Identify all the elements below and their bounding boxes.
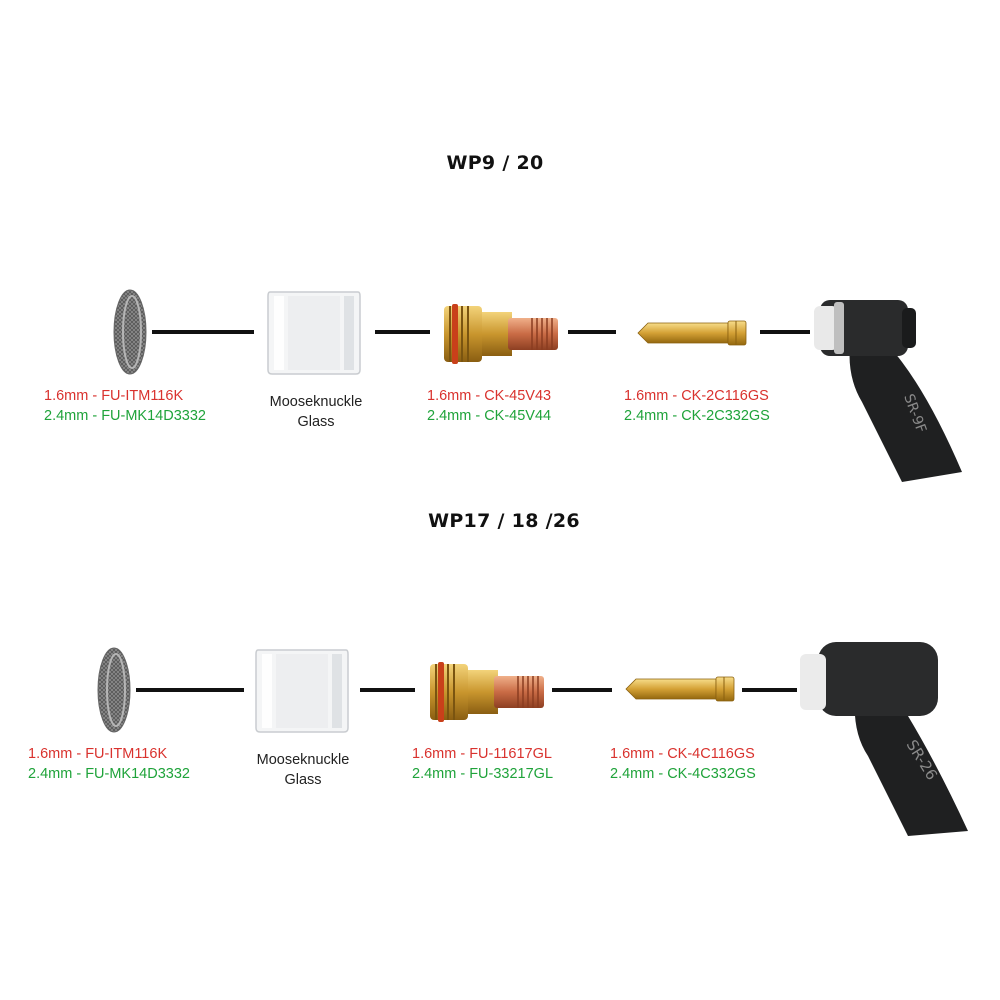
gas-lens-body-icon	[444, 304, 558, 364]
glass-cup-label: Mooseknuckle Glass	[243, 750, 363, 790]
glass-cup-label: Mooseknuckle Glass	[256, 392, 376, 432]
collet-1-6mm: 1.6mm - CK-2C116GS	[624, 388, 769, 404]
collet-2-4mm: 2.4mm - CK-2C332GS	[624, 408, 770, 424]
connector-line	[360, 688, 415, 692]
connector-line	[375, 330, 430, 334]
connector-line	[760, 330, 810, 334]
gas-screen-icon	[113, 289, 147, 375]
gas-lens-1-6mm: 1.6mm - CK-45V43	[427, 388, 552, 404]
gas-lens-body-icon	[430, 662, 544, 722]
glass-label-line1: Mooseknuckle	[269, 394, 363, 410]
gas-lens-label: 1.6mm - CK-45V43 2.4mm - CK-45V44	[427, 386, 551, 426]
connector-line	[152, 330, 254, 334]
connector-line	[742, 688, 797, 692]
glass-label-line2: Glass	[284, 772, 322, 788]
collet-2-4mm: 2.4mm - CK-4C332GS	[610, 766, 756, 782]
gas-screen-1-6mm: 1.6mm - FU-ITM116K	[44, 388, 184, 404]
glass-label-line2: Glass	[297, 414, 335, 430]
glass-label-line1: Mooseknuckle	[256, 752, 350, 768]
collet-label: 1.6mm - CK-4C116GS 2.4mm - CK-4C332GS	[610, 744, 756, 784]
gas-lens-label: 1.6mm - FU-11617GL 2.4mm - FU-33217GL	[412, 744, 553, 784]
gas-screen-1-6mm: 1.6mm - FU-ITM116K	[28, 746, 168, 762]
gas-screen-label: 1.6mm - FU-ITM116K 2.4mm - FU-MK14D3332	[44, 386, 206, 426]
connector-line	[568, 330, 616, 334]
glass-cup-icon	[255, 649, 349, 733]
gas-lens-2-4mm: 2.4mm - FU-33217GL	[412, 766, 554, 782]
connector-line	[136, 688, 244, 692]
collet-1-6mm: 1.6mm - CK-4C116GS	[610, 746, 755, 762]
section-title-wp9-20: WP9 / 20	[446, 152, 544, 174]
gas-lens-2-4mm: 2.4mm - CK-45V44	[427, 408, 552, 424]
collet-icon	[637, 320, 747, 346]
collet-icon	[625, 676, 735, 702]
glass-cup-icon	[267, 291, 361, 375]
gas-screen-icon	[97, 647, 131, 733]
collet-label: 1.6mm - CK-2C116GS 2.4mm - CK-2C332GS	[624, 386, 770, 426]
section-title-wp17-18-26: WP17 / 18 /26	[428, 510, 580, 532]
tig-torch-head-icon: SR-9F	[814, 300, 962, 482]
gas-screen-label: 1.6mm - FU-ITM116K 2.4mm - FU-MK14D3332	[28, 744, 190, 784]
connector-line	[552, 688, 612, 692]
gas-lens-1-6mm: 1.6mm - FU-11617GL	[412, 746, 552, 762]
tig-torch-head-icon: SR-26	[800, 642, 968, 836]
gas-screen-2-4mm: 2.4mm - FU-MK14D3332	[44, 408, 206, 424]
gas-screen-2-4mm: 2.4mm - FU-MK14D3332	[28, 766, 190, 782]
